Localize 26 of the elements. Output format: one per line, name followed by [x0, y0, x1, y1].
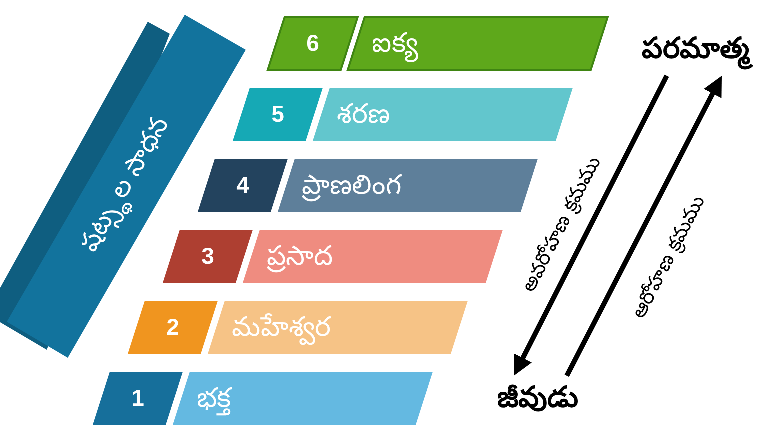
step-number: 6: [306, 30, 320, 58]
stage-box: [208, 301, 468, 354]
number-box: [268, 17, 358, 70]
stage-name: ఐక్య: [372, 27, 418, 60]
stage-box: [173, 372, 433, 425]
step-number: 3: [200, 242, 216, 270]
stage-name: భక్త: [197, 382, 231, 415]
stage-label: పరమాత్మ: [626, 28, 766, 74]
stage-label: జీవుడు: [488, 378, 588, 422]
stage-name: మహేశ్వర: [232, 311, 331, 344]
number-box: [163, 230, 253, 283]
stage-box: [313, 88, 573, 141]
stage-box: [243, 230, 503, 283]
stage-box: [278, 159, 538, 212]
stage-name: శరణ: [337, 98, 390, 131]
number-box: [233, 88, 323, 141]
stage-name: ప్రసాద: [267, 240, 333, 273]
step-number: 4: [236, 172, 250, 200]
number-box: [198, 159, 288, 212]
stage-name: ప్రాణలింగ: [302, 169, 402, 202]
step-number: 5: [270, 100, 286, 128]
arrow: [564, 76, 722, 378]
arrow: [514, 74, 670, 376]
number-box: [93, 372, 183, 425]
step-number: 2: [166, 314, 180, 342]
step-number: 1: [130, 384, 146, 412]
